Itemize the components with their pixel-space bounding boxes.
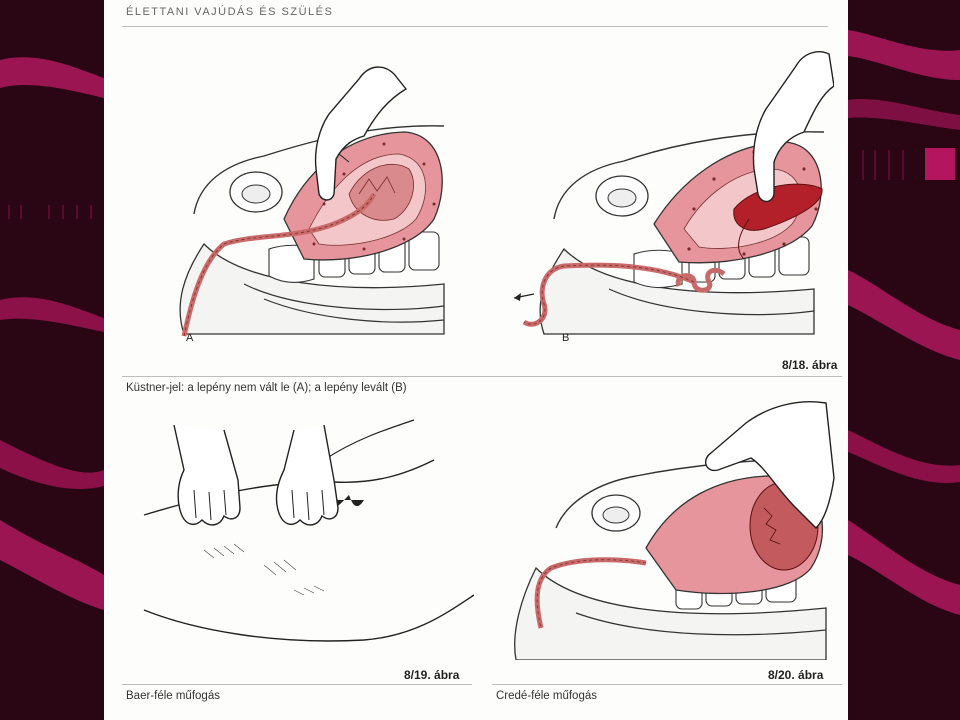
panel-b-letter: B	[562, 332, 570, 344]
running-head: ÉLETTANI VAJÚDÁS ÉS SZÜLÉS	[126, 6, 334, 18]
figure-18-caption: Küstner-jel: a lepény nem vált le (A); a…	[126, 382, 407, 394]
textbook-page: ÉLETTANI VAJÚDÁS ÉS SZÜLÉS	[104, 0, 848, 720]
figure-20-rule	[492, 684, 842, 685]
figure-19-illustration	[134, 400, 474, 660]
figure-19-number: 8/19. ábra	[404, 668, 460, 682]
figure-20-illustration	[496, 398, 836, 660]
figure-18b-illustration: B	[504, 44, 834, 344]
figure-20-caption: Credé-féle műfogás	[496, 690, 597, 702]
header-rule	[122, 26, 828, 27]
figure-18-number: 8/18. ábra	[782, 358, 838, 372]
arrow-left-icon	[513, 293, 535, 301]
figure-19-rule	[122, 684, 472, 685]
figure-19-caption: Baer-féle műfogás	[126, 690, 220, 702]
pointing-hand-icon	[173, 424, 241, 526]
panel-a-letter: A	[186, 332, 194, 344]
figure-18a-illustration: A	[144, 44, 454, 344]
figure-20-number: 8/20. ábra	[768, 668, 824, 682]
figure-18-rule	[122, 376, 842, 377]
